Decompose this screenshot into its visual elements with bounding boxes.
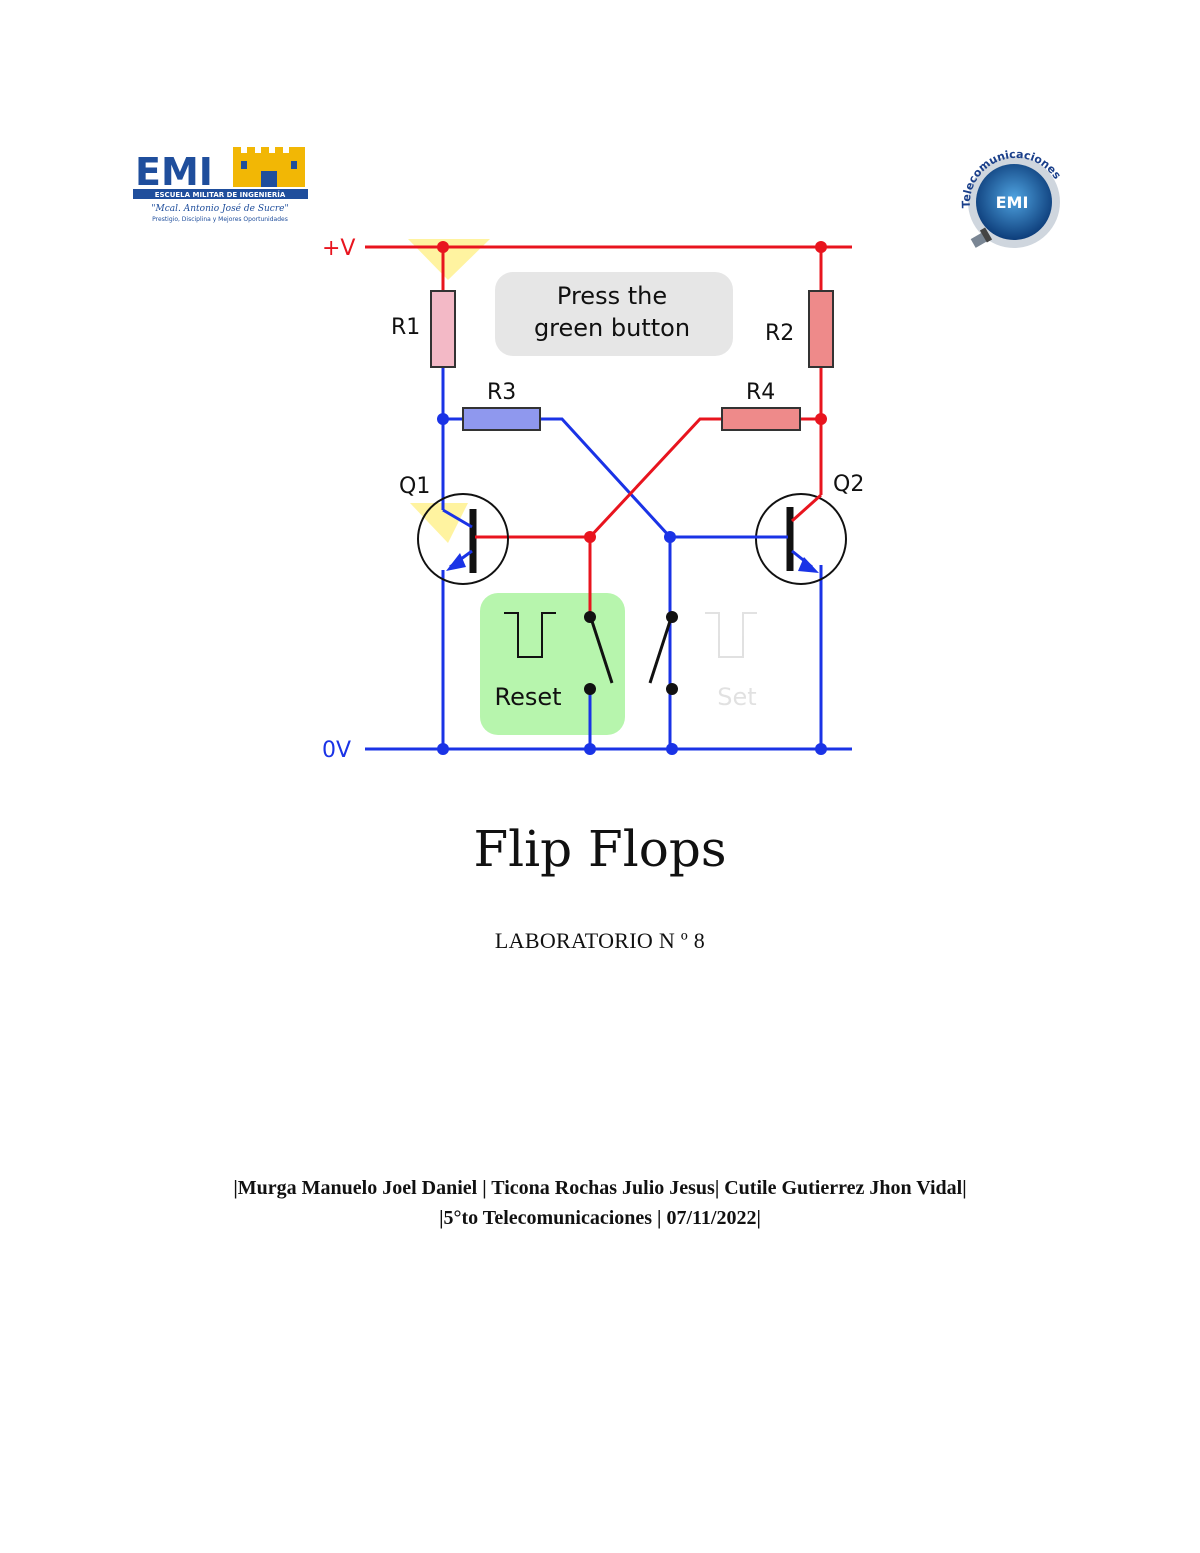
authors-line: |Murga Manuelo Joel Daniel | Ticona Roch… (233, 1177, 967, 1199)
transistor-q2 (755, 493, 847, 585)
resistor-r1 (430, 290, 456, 368)
document-title: Flip Flops (473, 820, 727, 878)
pulse-icon (705, 612, 757, 658)
emi-logo: EMI ESCUELA MILITAR DE INGENIERÍA "Mcal.… (133, 147, 308, 223)
emi-logo-motto: "Mcal. Antonio José de Sucre" (151, 203, 288, 214)
r2-label: R2 (765, 321, 794, 346)
q2-label: Q2 (833, 472, 864, 497)
r3-label: R3 (487, 380, 516, 405)
set-button-label: Set (717, 683, 756, 711)
transistor-q1 (417, 493, 509, 585)
telecom-logo: Telecomunicaciones EMI (960, 148, 1064, 248)
r1-label: R1 (391, 315, 420, 340)
resistor-r3 (462, 407, 541, 431)
course-date-line: |5°to Telecomunicaciones | 07/11/2022| (439, 1207, 761, 1229)
pulse-icon (504, 612, 556, 658)
globe-icon (976, 164, 1052, 240)
q1-label: Q1 (399, 474, 430, 499)
set-switch-lever (648, 614, 674, 684)
resistor-r4 (721, 407, 801, 431)
set-button[interactable]: Set (705, 612, 757, 711)
telecom-logo-name: EMI (996, 193, 1029, 212)
lab-number: LABORATORIO N º 8 (494, 928, 706, 953)
resistor-r2 (808, 290, 834, 368)
ground-rail-label: 0V (322, 738, 351, 763)
r4-label: R4 (746, 380, 775, 405)
hint-line-2: green button (534, 314, 690, 342)
castle-icon (233, 147, 305, 187)
emi-logo-name: EMI (135, 150, 213, 194)
satellite-icon (970, 227, 993, 248)
current-glow-top (408, 239, 490, 280)
reset-switch-lever (588, 614, 614, 684)
hint-line-1: Press the (557, 282, 667, 310)
emi-logo-subtitle: ESCUELA MILITAR DE INGENIERÍA (155, 190, 286, 199)
emi-logo-tagline: Prestigio, Disciplina y Mejores Oportuni… (152, 216, 288, 223)
reset-button[interactable]: Reset (480, 593, 625, 735)
current-glow-q1 (410, 503, 468, 543)
positive-rail-label: +V (322, 236, 355, 261)
reset-button-label: Reset (494, 683, 561, 711)
flip-flop-circuit: Press the green button Reset Set (322, 236, 864, 763)
hint-box (495, 272, 733, 356)
